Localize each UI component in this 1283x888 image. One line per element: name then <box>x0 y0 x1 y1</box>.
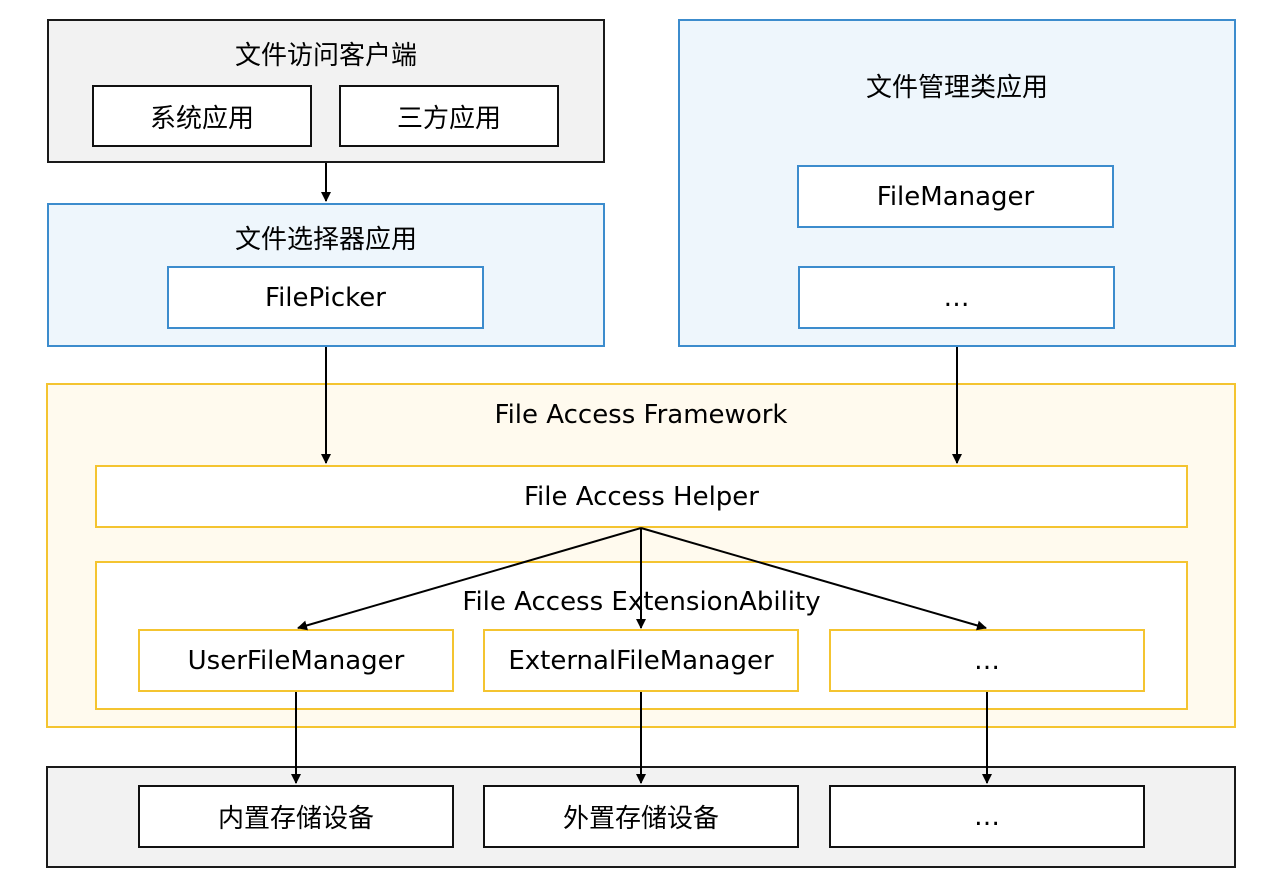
file-manager-more-box: … <box>798 266 1115 329</box>
user-file-manager-box: UserFileManager <box>138 629 454 692</box>
arrow-helper-to-more <box>640 527 987 631</box>
extension-more-box: … <box>829 629 1145 692</box>
system-app-box: 系统应用 <box>92 85 312 147</box>
client-title: 文件访问客户端 <box>234 41 417 71</box>
third-party-app-box: 三方应用 <box>339 85 559 147</box>
framework-title: File Access Framework <box>494 400 788 430</box>
file-access-helper-box: File Access Helper <box>95 465 1188 528</box>
file-manager-apps-title: 文件管理类应用 <box>865 73 1048 103</box>
external-file-manager-box: ExternalFileManager <box>483 629 799 692</box>
picker-title: 文件选择器应用 <box>234 225 417 255</box>
arrow-helper-to-user <box>297 527 642 631</box>
storage-more-box: … <box>829 785 1145 848</box>
internal-storage-box: 内置存储设备 <box>138 785 454 848</box>
file-manager-box: FileManager <box>797 165 1114 228</box>
external-storage-box: 外置存储设备 <box>483 785 799 848</box>
file-picker-box: FilePicker <box>167 266 484 329</box>
